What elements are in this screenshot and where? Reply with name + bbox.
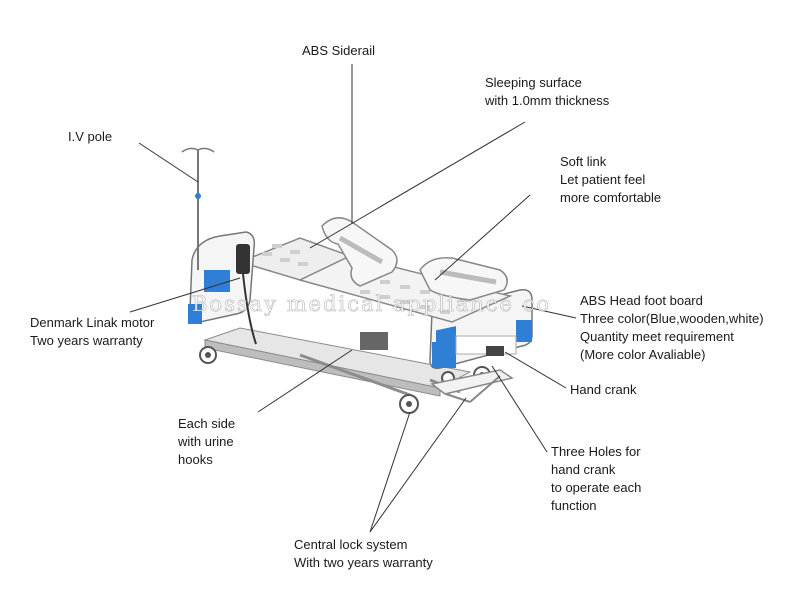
watermark-text: Bossay medical appliance co [192,292,552,317]
leader-lines [129,64,577,533]
label-urine-hooks: Each side with urine hooks [178,416,236,467]
label-soft-link: Soft link Let patient feel more comforta… [560,154,662,205]
label-head-foot-board: ABS Head foot board Three color(Blue,woo… [580,293,764,362]
iv-pole [181,147,215,270]
label-iv-pole: I.V pole [68,129,113,144]
label-three-holes: Three Holes for hand crank to operate ea… [551,444,642,513]
label-hand-crank: Hand crank [570,382,637,397]
linak-motor-handset [236,244,388,350]
bed-base [203,327,472,397]
label-central-lock: Central lock system With two years warra… [294,537,433,570]
label-abs-siderail: ABS Siderail [302,43,375,58]
label-sleeping-surface: Sleeping surface with 1.0mm thickness [485,75,610,108]
siderails [321,217,508,301]
hand-crank-frame [430,369,514,403]
label-linak-motor: Denmark Linak motor Two years warranty [30,315,155,348]
